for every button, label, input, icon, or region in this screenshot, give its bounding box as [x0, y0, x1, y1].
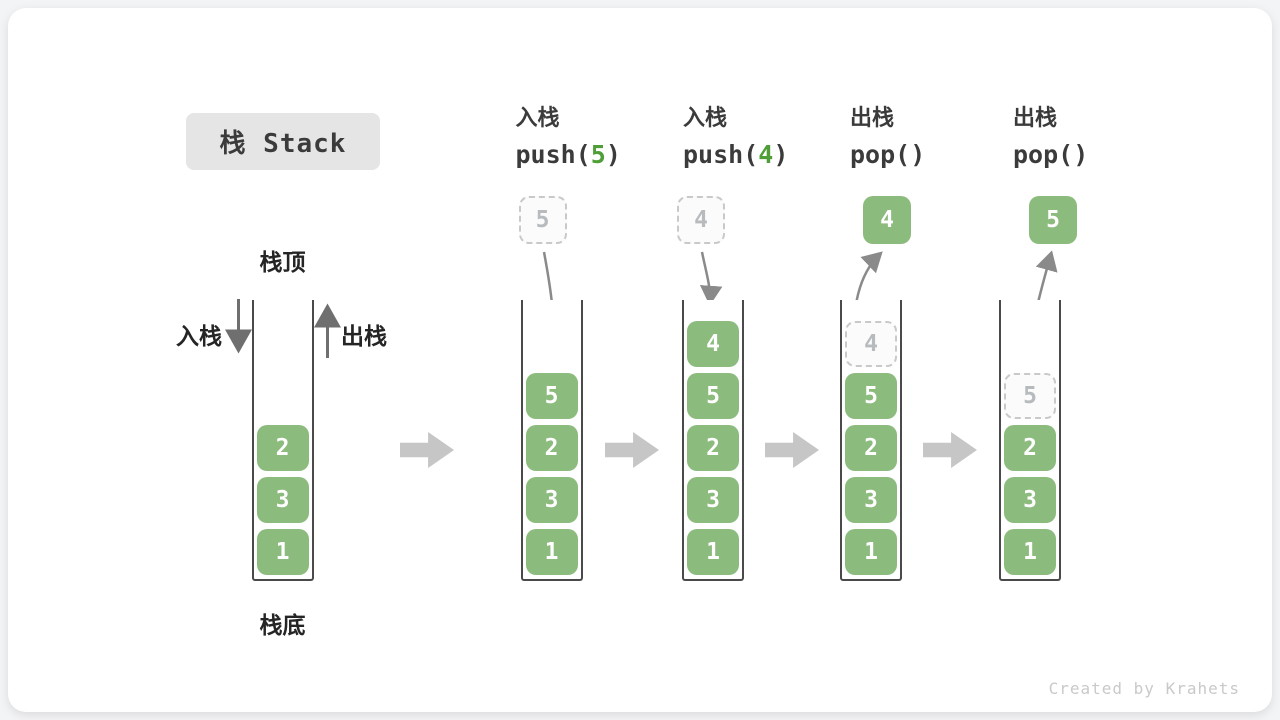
operation-label-push-4: 入栈 push(4) [683, 104, 788, 169]
operation-name: 入栈 [515, 106, 560, 131]
stack-block: 2 [1004, 425, 1056, 471]
operation-code: pop() [1013, 140, 1089, 169]
stack-block: 1 [845, 529, 897, 575]
stack-top-label: 栈顶 [259, 250, 306, 276]
operation-name: 出栈 [1013, 106, 1058, 131]
operation-name: 入栈 [683, 106, 728, 131]
popped-value-box: 4 [863, 196, 911, 244]
push-side-label: 入栈 [176, 324, 222, 350]
flow-arrow-icon [605, 432, 659, 468]
stack-block: 1 [256, 529, 309, 575]
incoming-value-box: 5 [518, 196, 567, 244]
operation-label-pop-5: 出栈 pop() [1013, 104, 1088, 169]
stack-block: 3 [687, 477, 739, 523]
stack-container-push-4: 1 3 2 5 4 [682, 300, 744, 581]
flow-arrow-icon [765, 432, 819, 468]
stack-block: 3 [256, 477, 309, 523]
stack-block: 3 [1004, 477, 1056, 523]
stack-container-pop-5: 1 3 2 5 [999, 300, 1061, 581]
stack-block: 5 [687, 373, 739, 419]
operation-argument: 4 [758, 140, 774, 169]
flow-arrow-icon [923, 432, 977, 468]
page-title: 栈 Stack [219, 129, 347, 159]
stack-block: 3 [525, 477, 578, 523]
flow-arrow-icon [400, 432, 454, 468]
stack-block: 2 [687, 425, 739, 471]
title-box: 栈 Stack [186, 113, 380, 170]
stack-container-initial: 1 3 2 [251, 300, 314, 581]
stack-block: 2 [525, 425, 578, 471]
stack-container-push-5: 1 3 2 5 [520, 300, 583, 581]
operation-name: 出栈 [850, 106, 895, 131]
operation-code: push(4) [683, 140, 789, 169]
stack-block: 2 [256, 425, 309, 471]
stack-block: 1 [1004, 529, 1056, 575]
operation-code: push(5) [515, 140, 621, 169]
popped-value-box: 5 [1029, 196, 1077, 244]
stack-block: 4 [687, 321, 739, 367]
incoming-value-box: 4 [677, 196, 725, 244]
stack-block: 1 [687, 529, 739, 575]
stack-bottom-label: 栈底 [259, 613, 306, 639]
stack-block: 1 [525, 529, 578, 575]
stack-block-ghost: 4 [845, 321, 897, 367]
pop-side-label: 出栈 [341, 324, 387, 350]
operation-argument: 5 [590, 140, 606, 169]
operation-label-push-5: 入栈 push(5) [516, 104, 621, 169]
stack-container-pop-4: 1 3 2 5 4 [840, 300, 902, 581]
stack-block-ghost: 5 [1004, 373, 1056, 419]
operation-label-pop-4: 出栈 pop() [850, 104, 925, 169]
push-curve-arrow-icon [699, 251, 723, 306]
stack-block: 3 [845, 477, 897, 523]
watermark: Created by Krahets [1048, 679, 1240, 698]
stack-block: 2 [845, 425, 897, 471]
stack-block: 5 [845, 373, 897, 419]
stack-block: 5 [525, 373, 578, 419]
operation-code: pop() [850, 140, 926, 169]
